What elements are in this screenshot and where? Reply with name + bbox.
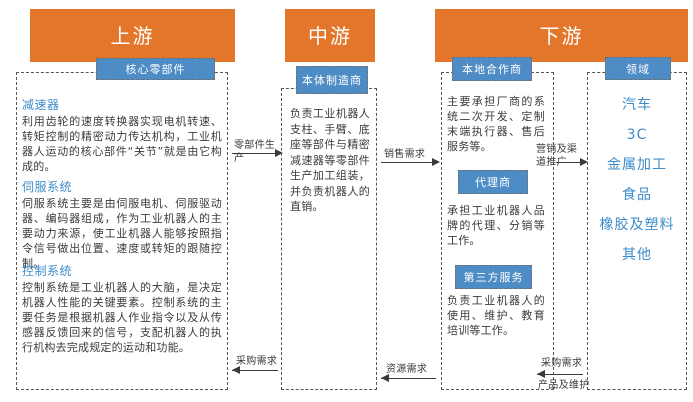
chip-agent: 代理商 — [458, 170, 528, 194]
connector-procurement-product-line — [537, 374, 583, 375]
chip-local-partner: 本地合作商 — [452, 57, 532, 81]
banner-upstream: 上游 — [30, 9, 235, 62]
section-agent-body: 承担工业机器人品牌的代理、分销等工作。 — [447, 204, 545, 247]
field-item: 食品 — [622, 187, 652, 203]
section-local-partner: 主要承担厂商的系统二次开发、定制末端执行器、售后服务等。 — [447, 94, 545, 154]
chip-field: 领域 — [605, 57, 671, 80]
section-control-body: 控制系统是工业机器人的大脑，是决定机器人性能的关键要素。控制系统的主要任务是根据… — [22, 281, 222, 354]
chip-core-parts: 核心零部件 — [96, 58, 215, 80]
banner-midstream: 中游 — [285, 9, 375, 62]
arrow-left-icon — [232, 366, 240, 374]
banner-downstream: 下游 — [435, 9, 688, 62]
field-list: 汽车 3C 金属加工 食品 橡胶及塑料 其他 — [589, 90, 685, 270]
section-body-maker-body: 负责工业机器人支柱、手臂、底座等部件与精密减速器等零部件生产加工组装，并负责机器… — [290, 107, 370, 213]
arrow-right-icon — [275, 149, 283, 157]
field-item: 汽车 — [622, 97, 652, 113]
connector-procurement-demand-label: 采购需求 — [236, 356, 278, 367]
connector-procurement-demand-right-label: 采购需求 — [541, 358, 583, 369]
connector-parts-production-label: 零部件生产 — [234, 140, 276, 164]
section-agent: 承担工业机器人品牌的代理、分销等工作。 — [447, 203, 545, 248]
section-reducer: 减速器 利用齿轮的速度转换器实现电机转速、转矩控制的精密动力传达机构，工业机器人… — [22, 96, 222, 174]
section-third-party-body: 负责工业机器人的使用、维护、教育培训等工作。 — [447, 294, 545, 337]
section-servo-body: 伺服系统主要是由伺服电机、伺服驱动器、编码器组成，作为工业机器人的主要动力来源，… — [22, 197, 222, 270]
section-control: 控制系统 控制系统是工业机器人的大脑，是决定机器人性能的关键要素。控制系统的主要… — [22, 262, 222, 355]
section-body-maker: 负责工业机器人支柱、手臂、底座等部件与精密减速器等零部件生产加工组装，并负责机器… — [290, 106, 370, 215]
connector-procurement-demand-line — [232, 370, 278, 371]
section-local-partner-body: 主要承担厂商的系统二次开发、定制末端执行器、售后服务等。 — [447, 95, 545, 153]
connector-sales-demand-label: 销售需求 — [384, 149, 426, 160]
section-control-title: 控制系统 — [22, 264, 73, 278]
arrow-right-icon — [580, 158, 588, 166]
connector-marketing-channel-label: 营销及渠道推广 — [536, 144, 578, 168]
section-reducer-title: 减速器 — [22, 98, 60, 112]
connector-product-maintenance-label: 产品及维护 — [538, 380, 590, 391]
chip-third-party-service: 第三方服务 — [455, 265, 532, 289]
section-servo: 伺服系统 伺服系统主要是由伺服电机、伺服驱动器、编码器组成，作为工业机器人的主要… — [22, 178, 222, 271]
field-item: 3C — [626, 127, 648, 143]
arrow-left-icon — [381, 374, 389, 382]
section-servo-title: 伺服系统 — [22, 180, 73, 194]
field-item: 其他 — [622, 247, 652, 263]
arrow-right-icon — [432, 158, 440, 166]
connector-resource-demand-line — [381, 378, 436, 379]
connector-resource-demand-label: 资源需求 — [386, 364, 428, 375]
section-reducer-body: 利用齿轮的速度转换器实现电机转速、转矩控制的精密动力传达机构，工业机器人运动的核… — [22, 115, 222, 173]
field-item: 橡胶及塑料 — [599, 217, 675, 233]
connector-marketing-channel-line — [556, 162, 585, 163]
field-item: 金属加工 — [607, 157, 667, 173]
connector-sales-demand-line — [381, 162, 436, 163]
arrow-left-icon — [537, 370, 545, 378]
connector-parts-production-line — [232, 153, 278, 154]
chip-body-maker: 本体制造商 — [296, 66, 368, 94]
section-third-party: 负责工业机器人的使用、维护、教育培训等工作。 — [447, 293, 545, 338]
